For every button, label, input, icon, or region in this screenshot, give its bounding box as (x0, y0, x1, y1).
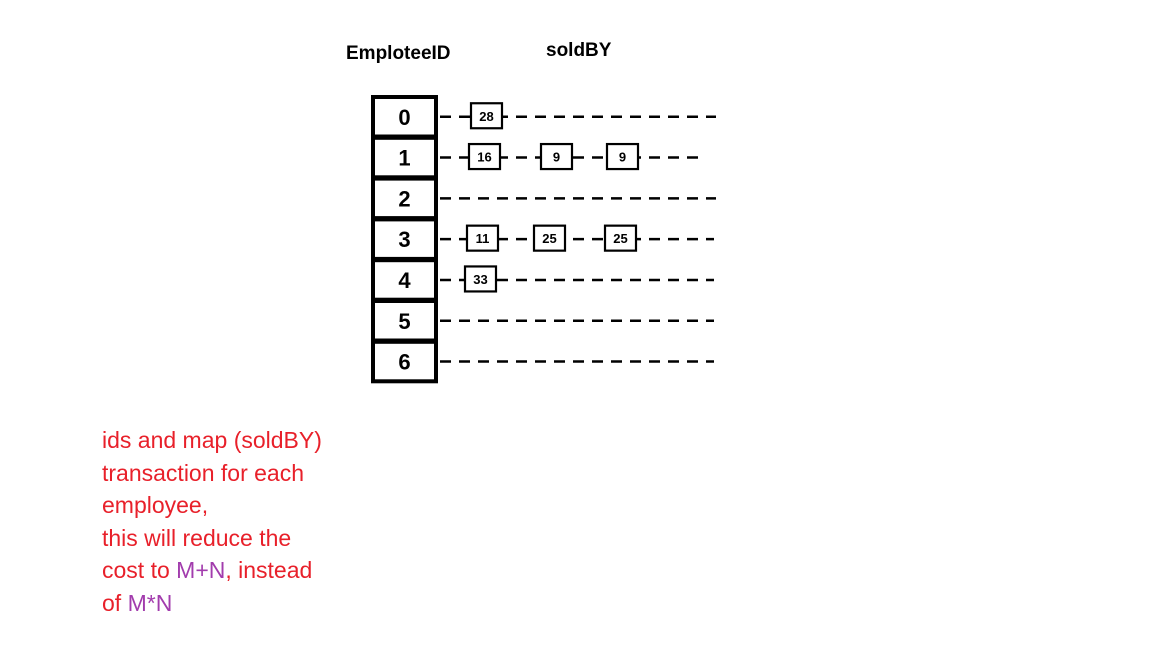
values-column-header: soldBY (546, 40, 612, 61)
explanation-note: ids and map (soldBY) transaction for eac… (102, 424, 362, 619)
note-line: employee, (102, 492, 209, 518)
bucket-row: 4 33 (371, 258, 714, 302)
note-text: of (102, 589, 128, 616)
complexity-highlight: M*N (127, 589, 173, 616)
note-text: , instead (225, 557, 313, 583)
chain-node-value: 9 (553, 150, 560, 165)
chain-node-value: 33 (473, 272, 487, 287)
index-column-header: EmploteeID (346, 43, 451, 64)
chain-node (532, 224, 567, 252)
bucket-cell (371, 339, 438, 384)
complexity-highlight: M+N (176, 557, 226, 583)
chain-node-value: 25 (542, 231, 556, 246)
bucket-index: 0 (398, 105, 410, 130)
bucket-index: 5 (398, 309, 410, 334)
chain-node (467, 142, 502, 171)
chain-node (463, 265, 498, 293)
bucket-index: 3 (398, 227, 410, 252)
bucket-cell (371, 176, 438, 221)
bucket-row: 0 28 (371, 95, 716, 139)
note-line: this will reduce the (102, 524, 292, 551)
bucket-index: 2 (398, 186, 410, 211)
chain-node-value: 16 (477, 150, 491, 165)
bucket-row: 5 (371, 299, 714, 343)
note-line: ids and map (soldBY) (102, 427, 322, 453)
bucket-index: 4 (398, 268, 411, 293)
chain-node (605, 142, 640, 171)
note-line: transaction for each (102, 459, 305, 486)
bucket-index: 6 (398, 350, 410, 375)
bucket-row: 6 (371, 339, 714, 384)
chain-node-value: 9 (619, 150, 626, 165)
bucket-row: 3 11 25 25 (371, 217, 714, 261)
chain-node (465, 224, 500, 252)
chain-node (539, 142, 574, 171)
chain-node (469, 102, 504, 130)
bucket-row: 1 16 9 9 (371, 135, 700, 180)
note-text: cost to (102, 557, 177, 583)
note-line: of M*N (102, 587, 362, 620)
bucket-cell (371, 95, 438, 139)
note-line: cost to M+N, instead (102, 554, 362, 587)
bucket-rows: 0 28 1 16 9 9 2 3 11 25 25 4 33 5 6 (371, 95, 716, 384)
chain-node-value: 28 (479, 109, 493, 124)
chain-node-value: 11 (476, 231, 490, 246)
chain-node (603, 224, 638, 252)
chain-node-value: 25 (613, 231, 627, 246)
bucket-index: 1 (398, 146, 410, 171)
bucket-row: 2 (371, 176, 716, 221)
